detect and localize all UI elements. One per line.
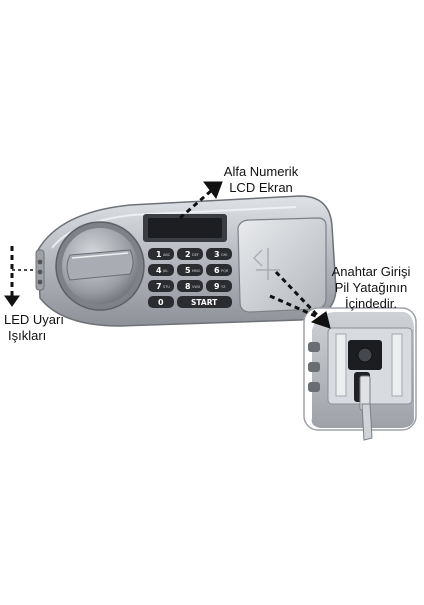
lcd-label: Alfa Numerik LCD Ekran bbox=[206, 164, 316, 196]
lcd-label-line2: LCD Ekran bbox=[229, 180, 293, 195]
keypad-key-letters: GHI bbox=[221, 253, 227, 257]
led-label-line1: LED Uyarı bbox=[4, 312, 64, 327]
arrow-to-lcd bbox=[179, 181, 223, 220]
keypad-key-number: 4 bbox=[156, 266, 162, 275]
keypad-key-number: 2 bbox=[185, 250, 191, 259]
keypad-key-letters: ABC bbox=[163, 253, 171, 257]
keypad-key-number: 8 bbox=[185, 282, 191, 291]
keypad-key-0[interactable]: 0 bbox=[148, 296, 174, 308]
keypad-key-number: 5 bbox=[185, 266, 191, 275]
key-label: Anahtar Girişi Pil Yatağının İçindedir. bbox=[318, 264, 424, 312]
keypad-key-number: 7 bbox=[156, 282, 162, 291]
keypad-key-letters: DEF bbox=[192, 253, 199, 257]
lcd-screen bbox=[143, 214, 227, 242]
keypad-key-number: 9 bbox=[214, 282, 220, 291]
keypad-key-number: 1 bbox=[156, 250, 162, 259]
keypad-key-letters: YZ bbox=[221, 285, 226, 289]
keypad-key-number: 0 bbox=[158, 298, 164, 307]
keypad-key-letters: VWX bbox=[192, 285, 201, 289]
keypad-key-letters: JKL bbox=[162, 269, 168, 273]
led-label: LED Uyarı Işıkları bbox=[4, 312, 94, 344]
led-indicators bbox=[35, 249, 45, 291]
rotary-knob bbox=[55, 221, 145, 311]
start-button-label: START bbox=[191, 298, 218, 307]
start-button[interactable]: START bbox=[177, 296, 232, 308]
arrow-to-key bbox=[269, 270, 331, 329]
lcd-label-line1: Alfa Numerik bbox=[223, 164, 299, 179]
key-label-line1: Anahtar Girişi bbox=[331, 264, 411, 279]
led-label-line2: Işıkları bbox=[8, 328, 47, 343]
arrow-to-led bbox=[4, 246, 36, 307]
keypad-key-letters: MNO bbox=[192, 269, 201, 273]
keypad-key-number: 6 bbox=[214, 266, 220, 275]
key-label-line3: İçindedir. bbox=[344, 296, 398, 311]
key-label-line2: Pil Yatağının bbox=[334, 280, 408, 295]
keypad-key-letters: PQR bbox=[221, 269, 229, 273]
keypad-key-letters: STU bbox=[163, 285, 170, 289]
keypad-key-number: 3 bbox=[214, 250, 220, 259]
battery-compartment-inset bbox=[303, 307, 417, 441]
battery-cover bbox=[237, 217, 327, 313]
